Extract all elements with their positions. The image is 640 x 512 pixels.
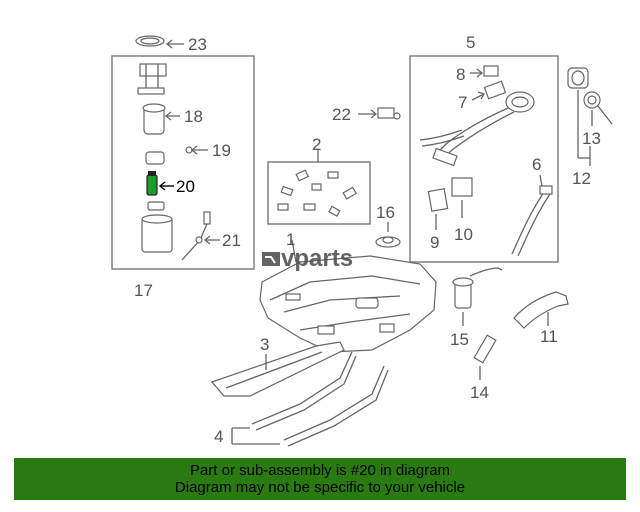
label-22: 22 (332, 105, 351, 124)
footer-line-1: Part or sub-assembly is #20 in diagram (189, 462, 451, 479)
part-9-canister-bracket[interactable] (427, 188, 449, 230)
label-5: 5 (466, 33, 475, 52)
label-4: 4 (214, 427, 223, 446)
label-11: 11 (540, 327, 558, 346)
part-1-fuel-tank[interactable] (259, 239, 437, 353)
label-10: 10 (454, 225, 473, 244)
label-19: 19 (212, 141, 231, 160)
label-20: 20 (176, 177, 195, 196)
part-12-fuel-cap[interactable] (567, 67, 591, 166)
part-20-fuel-pump-highlighted[interactable] (146, 171, 174, 196)
label-9: 9 (430, 233, 439, 252)
part-pump-top-bracket[interactable] (137, 63, 167, 95)
part-2-pads[interactable] (277, 169, 358, 217)
label-2: 2 (312, 135, 321, 154)
footer-line-2: Diagram may not be specific to your vehi… (174, 479, 466, 496)
part-22-bracket[interactable] (358, 107, 401, 120)
part-pump-reservoir[interactable] (141, 214, 173, 253)
label-3: 3 (260, 335, 269, 354)
part-14-hose[interactable] (473, 334, 497, 380)
label-15: 15 (450, 330, 469, 349)
label-1: 1 (286, 230, 295, 249)
label-7: 7 (458, 93, 467, 112)
footer-banner: Part or sub-assembly is #20 in diagram D… (14, 458, 626, 500)
label-13: 13 (582, 129, 601, 148)
label-17: 17 (134, 281, 153, 300)
label-12: 12 (572, 169, 591, 188)
part-16-grommet[interactable] (375, 222, 401, 248)
part-21-fuel-level-sender[interactable] (181, 211, 220, 261)
part-pump-mid-housing[interactable] (145, 151, 165, 165)
svg-text:vparts: vparts (281, 245, 353, 272)
part-15-pump-module[interactable] (452, 267, 503, 326)
label-21: 21 (222, 231, 241, 250)
label-23: 23 (188, 35, 207, 54)
part-10-bracket[interactable] (451, 177, 473, 218)
group-box-2 (267, 161, 371, 225)
part-8-clip[interactable] (470, 65, 499, 78)
part-pump-lower-clip[interactable] (147, 201, 165, 211)
part-19-connector[interactable] (185, 145, 208, 155)
part-4-tank-bands[interactable] (231, 351, 389, 447)
part-6-vent-hose[interactable] (511, 174, 553, 257)
part-13-cap-tether[interactable] (583, 91, 613, 126)
vparts-watermark-logo: vparts (262, 245, 353, 272)
part-11-filler-hose[interactable] (513, 291, 569, 329)
part-7-filler-neck-bracket[interactable] (471, 80, 507, 101)
label-18: 18 (184, 107, 203, 126)
label-8: 8 (456, 65, 465, 84)
group-box-17 (111, 55, 255, 270)
label-14: 14 (470, 383, 489, 402)
part-18-fuel-filter[interactable] (142, 103, 180, 135)
part-23-gasket[interactable] (135, 35, 184, 49)
part-filler-neck-pipe[interactable] (419, 91, 535, 167)
label-6: 6 (532, 155, 541, 174)
label-16: 16 (376, 203, 395, 222)
group-box-5 (409, 55, 559, 263)
part-3-protector[interactable] (210, 341, 345, 397)
